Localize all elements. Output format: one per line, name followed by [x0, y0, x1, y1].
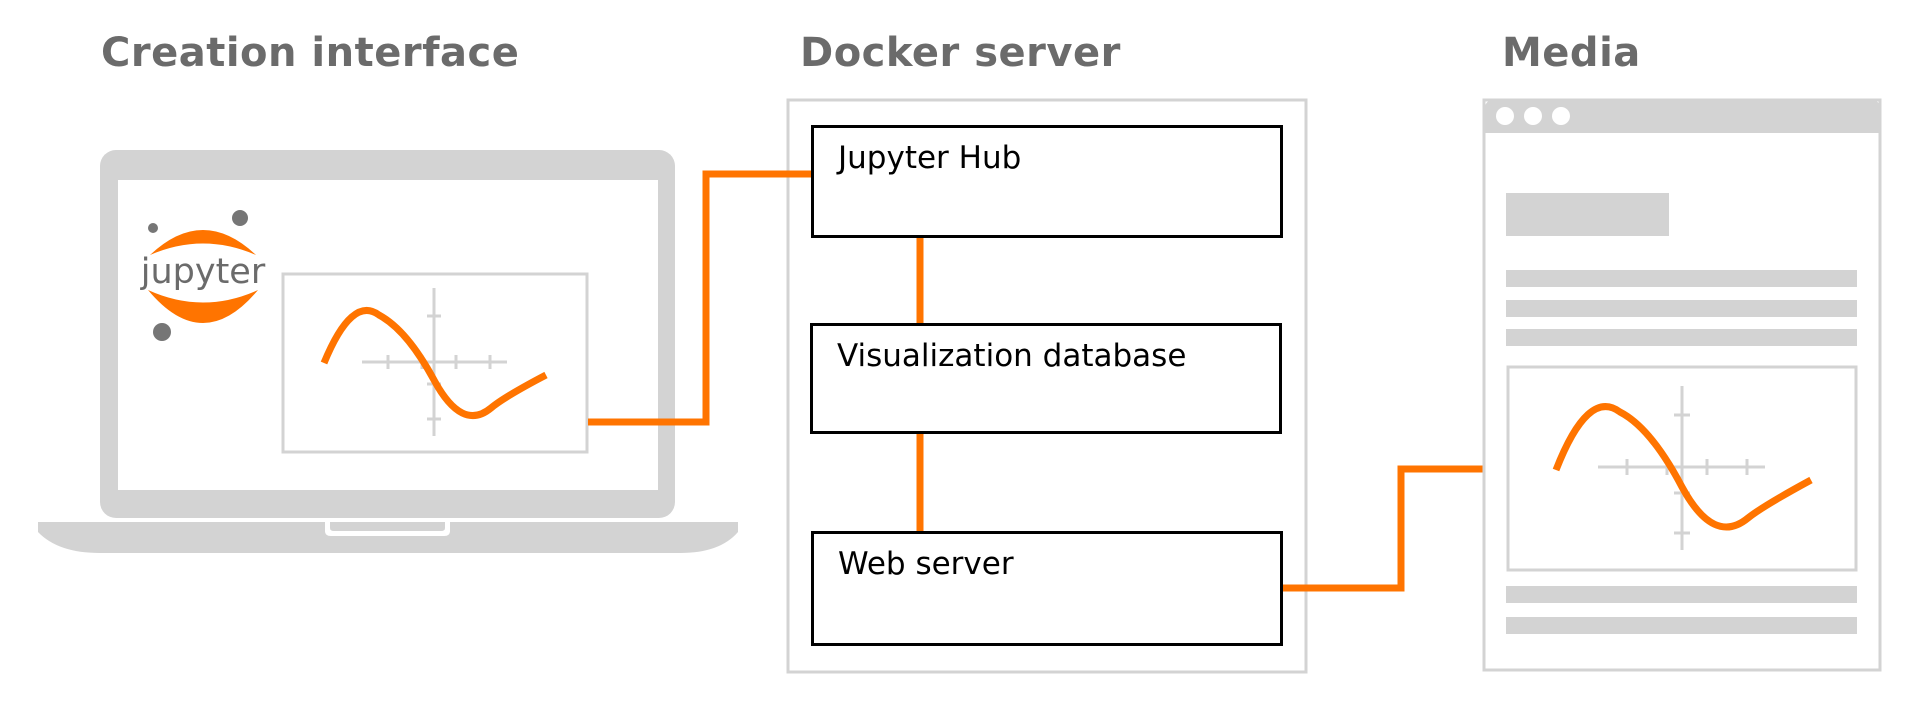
visualization-database-label: Visualization database	[837, 338, 1187, 374]
web-server-box: Web server	[811, 531, 1283, 646]
docker-server-heading: Docker server	[800, 30, 1121, 76]
visualization-database-box: Visualization database	[810, 323, 1282, 434]
web-server-label: Web server	[838, 546, 1014, 582]
creation-interface-heading: Creation interface	[101, 30, 520, 76]
jupyter-logo-icon: jupyter	[140, 210, 266, 341]
laptop-to-jupyterhub-connector	[588, 170, 814, 426]
jupyter-hub-label: Jupyter Hub	[838, 140, 1022, 176]
webserver-to-media-connector	[1282, 465, 1508, 592]
laptop-plot-thumbnail	[281, 272, 589, 454]
docker-server-frame	[786, 98, 1308, 674]
connector-lines	[588, 170, 1508, 592]
jupyter-logo-text: jupyter	[140, 252, 266, 292]
media-heading: Media	[1502, 30, 1641, 76]
media-plot-thumbnail	[1506, 365, 1858, 572]
jupyter-hub-box: Jupyter Hub	[811, 125, 1283, 238]
